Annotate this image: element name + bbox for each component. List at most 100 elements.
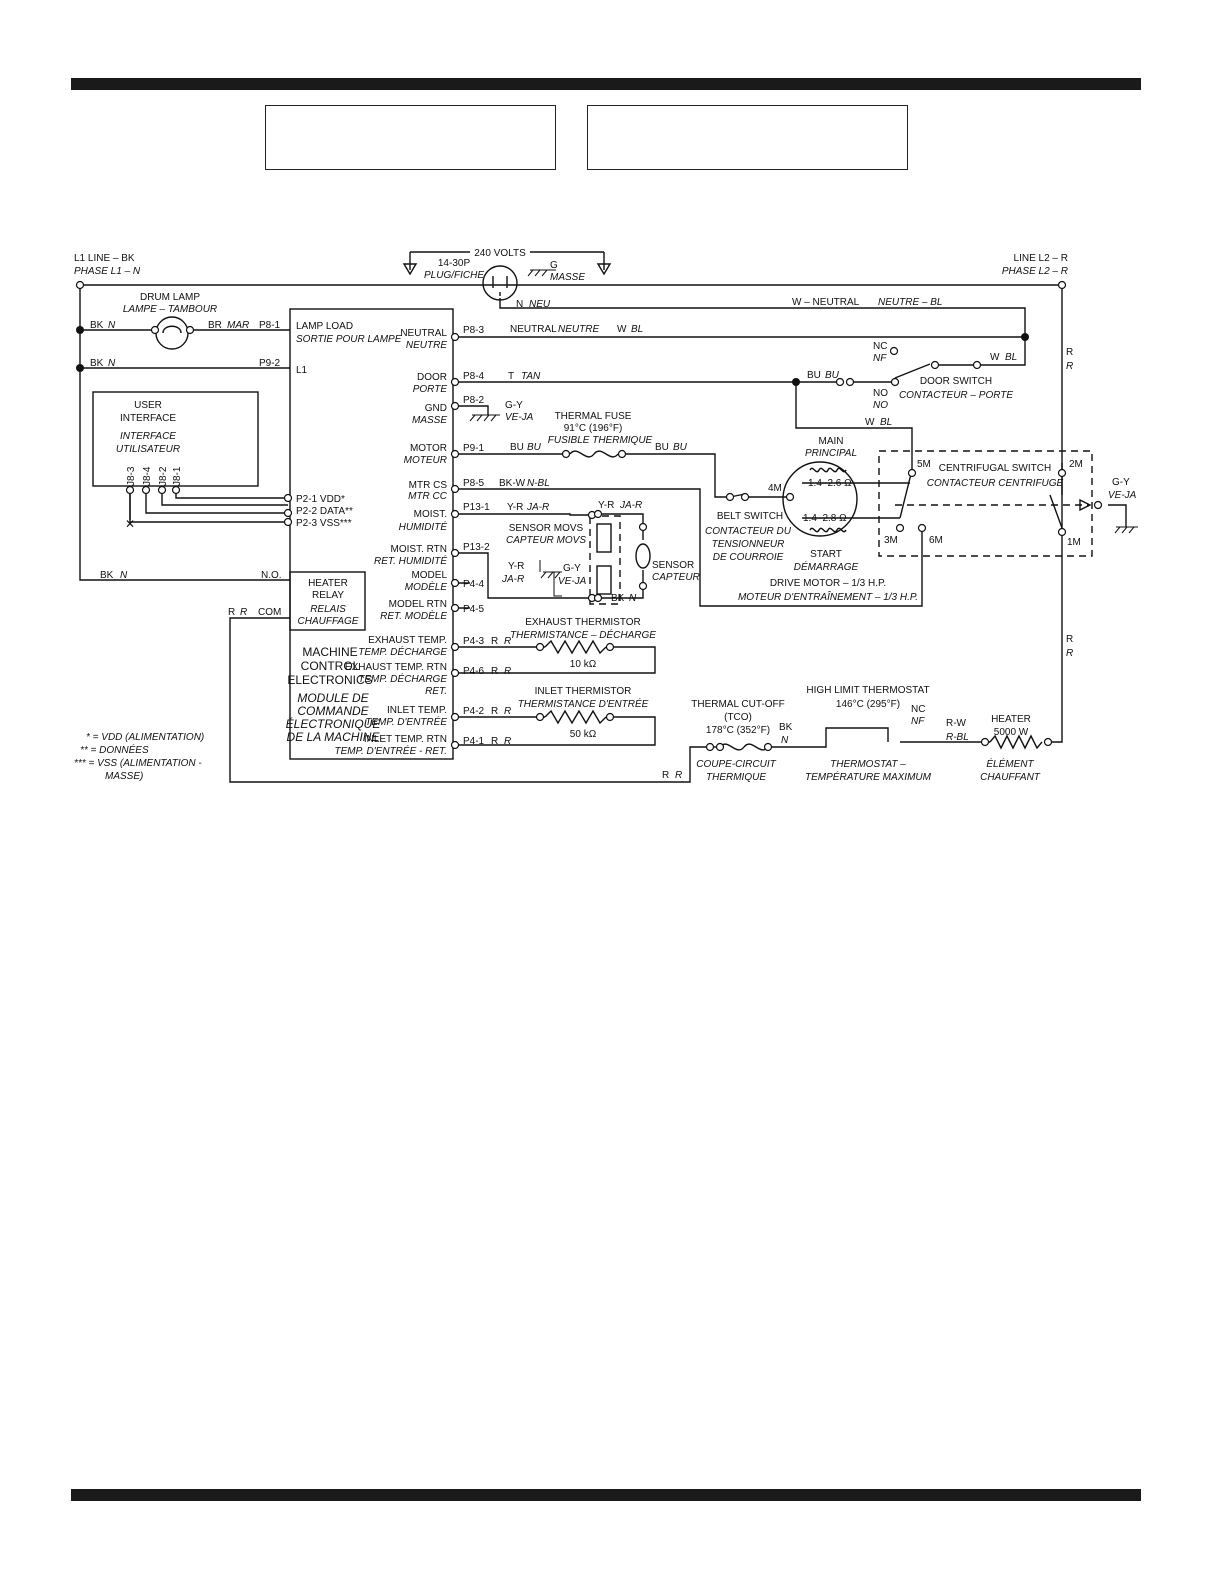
mce-line1: MACHINE (302, 645, 357, 659)
w-bu-wire: BU (510, 442, 524, 453)
exhaust-thermistor-label: EXHAUST THERMISTOR (525, 617, 641, 628)
mce-fr2: COMMANDE (297, 704, 369, 718)
moist-label: MOIST. (414, 509, 447, 520)
centrifugal-veja-label: VE-JA (1108, 490, 1137, 501)
centrifugal-switch-fr: CONTACTEUR CENTRIFUGE (927, 478, 1064, 489)
w-bl3-wire: BL (1005, 352, 1017, 363)
l2-r-label: R (1066, 347, 1073, 358)
exhaust-rtn-fr1-label: TEMP. DÉCHARGE (358, 672, 447, 685)
p23-label: P2-3 VSS*** (296, 518, 352, 529)
heater-rw-label: R-W (946, 718, 967, 729)
lamp-br-label: BR (208, 320, 222, 331)
drum-lamp-fr-label: LAMPE – TAMBOUR (123, 304, 217, 315)
door-label: DOOR (417, 372, 447, 383)
wires (79, 284, 1138, 783)
ui-j84: J8-4 (142, 466, 153, 486)
demarrage-label: DÉMARRAGE (794, 560, 859, 573)
gnd-label: GND (425, 403, 447, 414)
conn-p41: P4-1 (463, 736, 485, 747)
mtr-cc-label: MTR CC (408, 491, 448, 502)
l1-phase-label: PHASE L1 – N (74, 266, 141, 277)
mtr-cs-label: MTR CS (409, 480, 448, 491)
ui-fr1: INTERFACE (120, 431, 176, 442)
ui-fr2: UTILISATEUR (116, 444, 180, 455)
l2-phase-label: PHASE L2 – R (1002, 266, 1068, 277)
w-r42b: R (504, 706, 511, 717)
relay-com-label: COM (258, 607, 281, 618)
w-bl2-wire: BL (880, 417, 892, 428)
relay-bk-label: BK (100, 570, 114, 581)
wire-color-labels: NEUTRAL NEUTRE W BL T TAN G-Y VE-JA BU B… (491, 324, 1073, 781)
terminal-4m: 4M (768, 483, 782, 494)
modele-label: MODÈLE (405, 580, 448, 593)
conn-p91: P9-1 (463, 443, 485, 454)
high-limit-temp: 146°C (295°F) (836, 699, 900, 710)
heater-relay-box (289, 571, 366, 631)
ui-j83: J8-3 (126, 466, 137, 486)
exhaust-temp-label: EXHAUST TEMP. (368, 635, 447, 646)
w-neutral-wire: NEUTRAL (510, 324, 557, 335)
high-limit-nf: NF (911, 716, 925, 727)
inlet-resistance: 50 kΩ (570, 729, 597, 740)
w-r41: R (491, 736, 498, 747)
ui-j81: J8-1 (172, 466, 183, 486)
ui-title2: INTERFACE (120, 413, 176, 424)
component-labels: THERMAL FUSE 91°C (196°F) FUSIBLE THERMI… (506, 341, 1137, 783)
conn-p46: P4-6 (463, 666, 485, 677)
relay-line1: HEATER (308, 578, 348, 589)
drum-lamp (155, 316, 189, 350)
movs-2 (596, 565, 612, 595)
w-w-wire: W (617, 324, 627, 335)
main-resistance: 1.4–2.6 Ω (808, 478, 852, 489)
w-veja-wire: VE-JA (505, 412, 534, 423)
terminal-6m: 6M (929, 535, 943, 546)
start-winding (809, 527, 847, 533)
thermal-fuse-fr: FUSIBLE THERMIQUE (548, 435, 653, 446)
conn-p84: P8-4 (463, 371, 485, 382)
sensor-bars (635, 543, 651, 569)
machine-control-box (289, 308, 454, 760)
tco-n-label: N (781, 735, 789, 746)
heater-fr1: ÉLÉMENT (986, 757, 1034, 770)
terminal-2m: 2M (1069, 459, 1083, 470)
w-r-bottom2: R (1066, 648, 1073, 659)
heater-label: HEATER (991, 714, 1031, 725)
w-neutral-label: W – NEUTRAL (792, 297, 860, 308)
w-r46: R (491, 666, 498, 677)
start-resistance: 1.4–2.8 Ω (803, 513, 847, 524)
w-bu-fr-wire: BU (527, 442, 542, 453)
w-r41b: R (504, 736, 511, 747)
heater-fr2: CHAUFFANT (980, 772, 1041, 783)
neutral-label: NEUTRAL (400, 328, 447, 339)
inlet-temp-label: INLET TEMP. (387, 705, 447, 716)
sensor-movs-box (589, 515, 621, 605)
conn-p83: P8-3 (463, 325, 485, 336)
neutral-neu-label: NEU (529, 299, 551, 310)
centrifugal-switch-box (878, 450, 1093, 557)
mce-fr3: ÉLECTRONIQUE (286, 716, 382, 731)
w-r42: R (491, 706, 498, 717)
tco-label: THERMAL CUT-OFF (691, 699, 785, 710)
w-n-wire: N (629, 593, 637, 604)
user-interface-labels: USER INTERFACE INTERFACE UTILISATEUR J8-… (116, 400, 353, 531)
w-rr2: R (675, 770, 682, 781)
conn-p131: P13-1 (463, 502, 490, 513)
conn-p44: P4-4 (463, 579, 485, 590)
w-yr-wire: Y-R (507, 502, 523, 513)
high-limit-label: HIGH LIMIT THERMOSTAT (806, 685, 929, 696)
relay-r-label: R (228, 607, 235, 618)
lamp-load-fr-label: SORTIE POUR LAMPE (296, 334, 402, 345)
relay-no-label: N.O. (261, 570, 282, 581)
plug-ground (527, 269, 556, 277)
w-bkw-wire: BK-W (499, 478, 526, 489)
drive-motor (782, 461, 858, 537)
tco-bk-label: BK (779, 722, 793, 733)
porte-label: PORTE (413, 384, 448, 395)
terminal-3m: 3M (884, 535, 898, 546)
w-bu3-fr-wire: BU (825, 370, 840, 381)
tco-temp: 178°C (352°F) (706, 725, 770, 736)
neutral-n-label: N (516, 299, 523, 310)
w-r43: R (491, 636, 498, 647)
door-nc-label: NC (873, 341, 887, 352)
